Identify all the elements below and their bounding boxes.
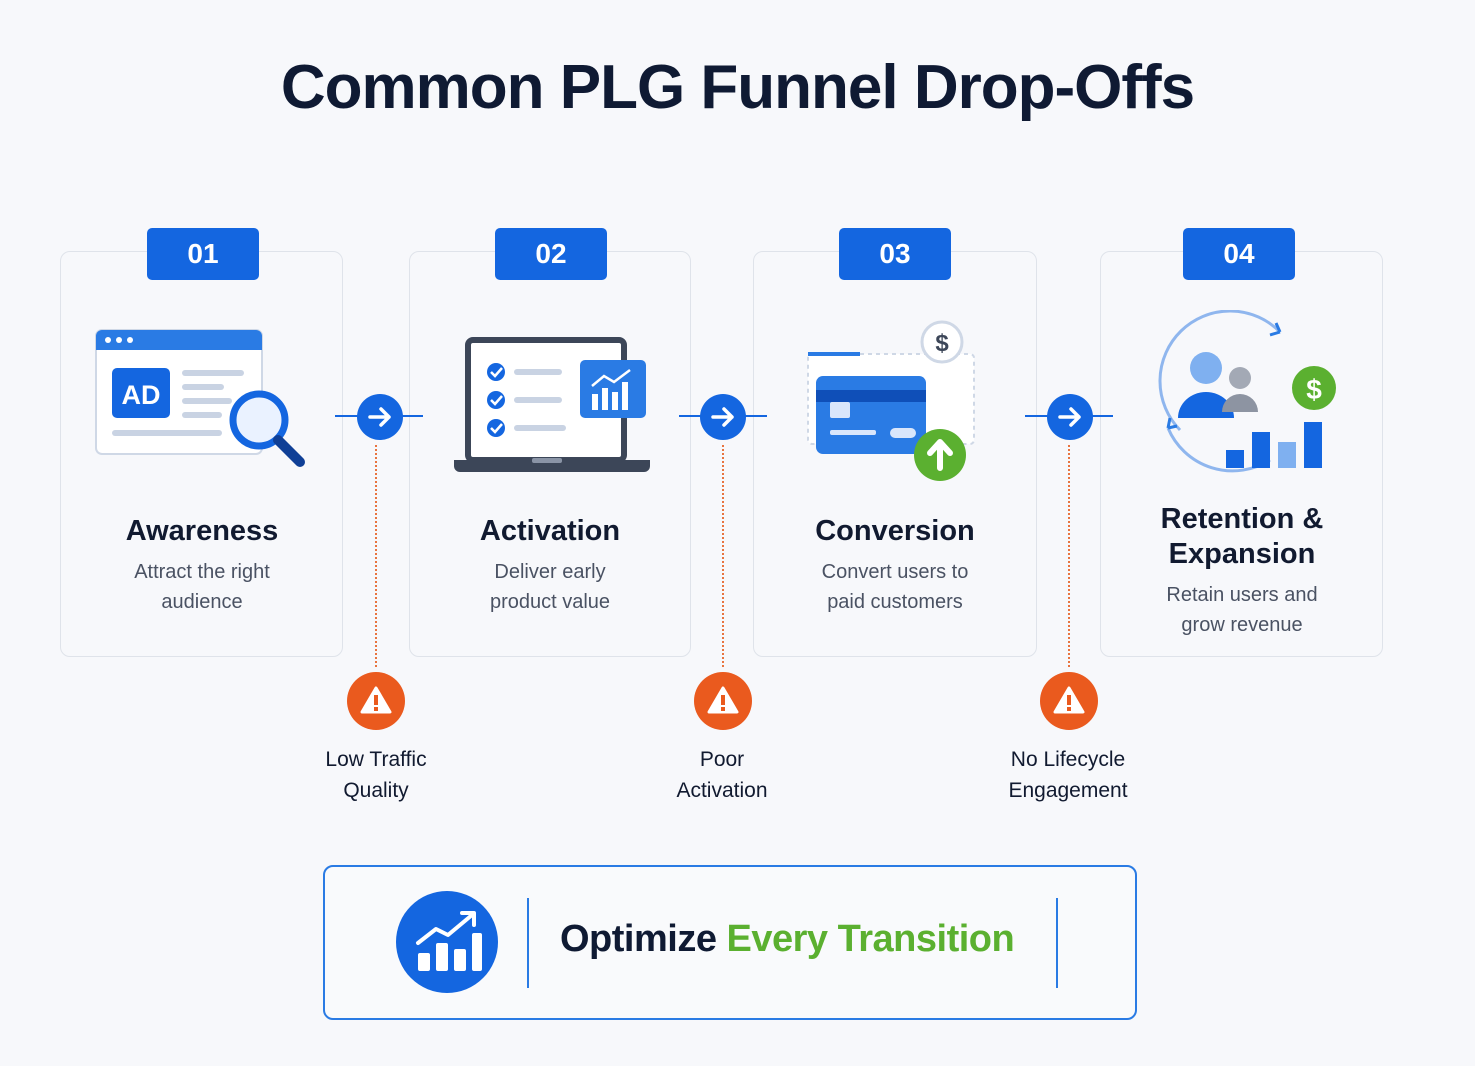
stage-name: Conversion xyxy=(815,515,975,547)
stage-name: Activation xyxy=(479,515,621,547)
warning-icon xyxy=(347,672,405,730)
drop-off-dotted-line xyxy=(1068,445,1070,667)
credit-card-upgrade-icon: $ xyxy=(807,320,975,481)
arrow-right-icon xyxy=(700,394,746,440)
page-title: Common PLG Funnel Drop-Offs xyxy=(280,53,1195,122)
svg-text:AD: AD xyxy=(122,380,161,410)
banner-divider xyxy=(1056,898,1058,988)
warning-icon xyxy=(694,672,752,730)
laptop-checklist-icon xyxy=(454,337,650,472)
arrow-right-icon xyxy=(1047,394,1093,440)
warning-icon xyxy=(1040,672,1098,730)
stage-number-badge: 02 xyxy=(495,228,607,280)
svg-text:$: $ xyxy=(935,330,949,357)
stage-name: Retention &Expansion xyxy=(1160,503,1324,570)
arrow-right-icon xyxy=(357,394,403,440)
stage-number-badge: 04 xyxy=(1183,228,1295,280)
ad-search-icon: AD xyxy=(95,329,305,467)
optimize-banner xyxy=(323,865,1137,1020)
banner-divider xyxy=(527,898,529,988)
drop-off-dotted-line xyxy=(375,445,377,667)
stage-number-badge: 03 xyxy=(839,228,951,280)
banner-text: Optimize Every Transition xyxy=(560,918,1015,960)
stage-number-badge: 01 xyxy=(147,228,259,280)
svg-text:$: $ xyxy=(1306,374,1322,405)
growth-chart-icon xyxy=(396,891,498,993)
users-revenue-cycle-icon: $ xyxy=(1158,310,1336,473)
stage-name: Awareness xyxy=(125,515,279,547)
drop-off-dotted-line xyxy=(722,445,724,667)
